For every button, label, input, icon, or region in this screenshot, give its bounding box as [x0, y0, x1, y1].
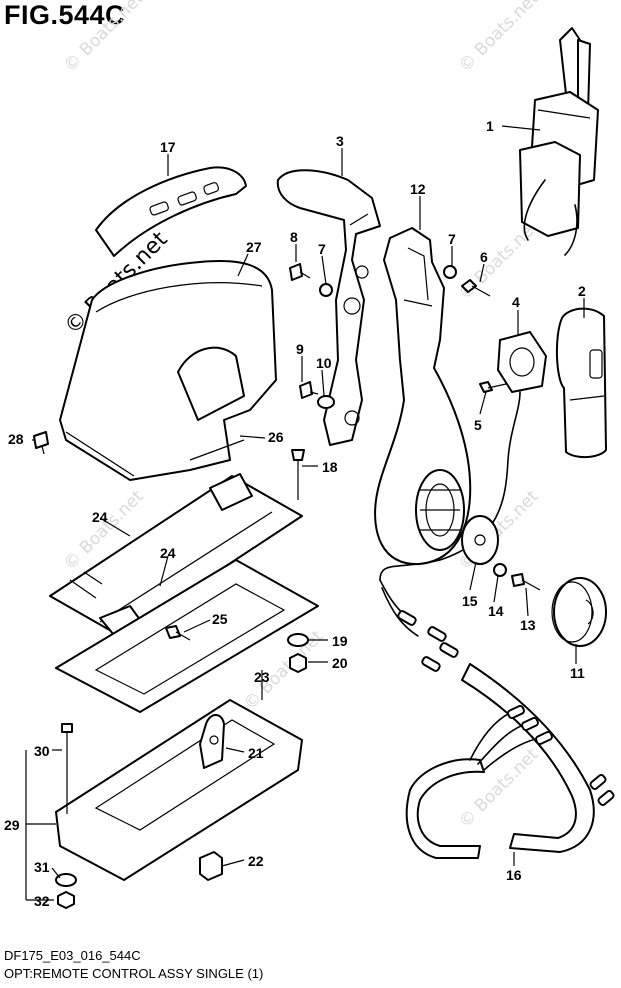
part-15-plate [461, 515, 499, 565]
part-17-top-cover [95, 166, 247, 257]
callout-22: 22 [248, 853, 264, 869]
callout-29: 29 [4, 817, 20, 833]
callout-14: 14 [488, 603, 504, 619]
callout-25: 25 [212, 611, 228, 627]
callout-17: 17 [160, 139, 176, 155]
callout-27: 27 [246, 239, 262, 255]
figure-title: FIG.544C [4, 0, 126, 30]
callout-7a: 7 [318, 241, 326, 257]
figure-caption: OPT:REMOTE CONTROL ASSY SINGLE (1) [4, 966, 264, 981]
leader-lines [25, 125, 585, 901]
part-4-switch [379, 331, 547, 581]
callout-24b: 24 [160, 545, 176, 561]
part-29-base-plate [55, 699, 303, 881]
callout-numbers: 1 2 3 4 5 6 7 7 8 9 10 11 12 13 14 15 16… [4, 118, 586, 909]
part-22-retainer [199, 851, 223, 881]
callout-26: 26 [268, 429, 284, 445]
callout-2: 2 [578, 283, 586, 299]
part-16-harness [379, 579, 615, 859]
callout-24a: 24 [92, 509, 108, 525]
part-12-control-arm [374, 227, 472, 566]
callout-12: 12 [410, 181, 426, 197]
callout-18: 18 [322, 459, 338, 475]
callout-20: 20 [332, 655, 348, 671]
callout-6: 6 [480, 249, 488, 265]
part-1-remote-control-assembly [519, 27, 599, 256]
part-11-cap [551, 577, 607, 647]
part-27-housing [59, 260, 277, 481]
part-3-lever-plate [276, 169, 381, 446]
callout-30: 30 [34, 743, 50, 759]
part-21-clip [199, 714, 225, 769]
figure-code: DF175_E03_016_544C [4, 948, 141, 963]
callout-23: 23 [254, 669, 270, 685]
fasteners [33, 263, 541, 909]
callout-16: 16 [506, 867, 522, 883]
part-24-bracket-plates [49, 473, 303, 641]
callout-32: 32 [34, 893, 50, 909]
callout-8: 8 [290, 229, 298, 245]
callout-9: 9 [296, 341, 304, 357]
callout-1: 1 [486, 118, 494, 134]
callout-11: 11 [570, 665, 585, 681]
callout-4: 4 [512, 294, 520, 310]
callout-3: 3 [336, 133, 344, 149]
callout-19: 19 [332, 633, 348, 649]
part-23-gasket [55, 559, 319, 713]
callout-28: 28 [8, 431, 24, 447]
callout-13: 13 [520, 617, 536, 633]
callout-5: 5 [474, 417, 482, 433]
callout-15: 15 [462, 593, 478, 609]
callout-21: 21 [248, 745, 264, 761]
callout-31: 31 [34, 859, 50, 875]
callout-7b: 7 [448, 231, 456, 247]
part-2-side-cover [555, 307, 607, 458]
callout-10: 10 [316, 355, 332, 371]
